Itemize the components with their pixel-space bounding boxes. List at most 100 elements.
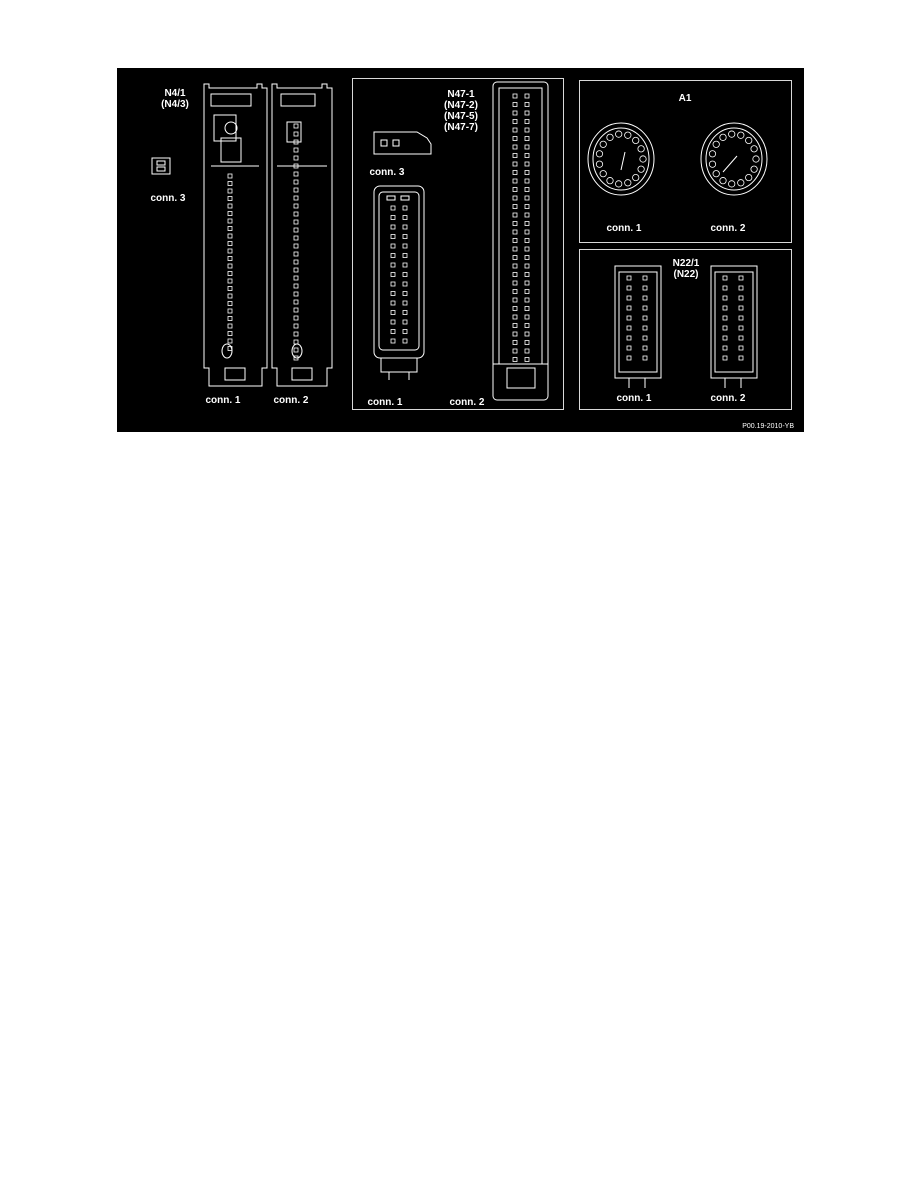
n47-conn2-pin — [512, 144, 518, 150]
n22-pin — [722, 335, 728, 341]
n47-conn2-pin — [524, 348, 530, 354]
n4-conn2-pin — [293, 179, 299, 185]
n4-conn1-pin — [227, 196, 233, 201]
n22-pin — [722, 355, 728, 361]
n4-conn1-pin — [227, 181, 233, 186]
n22-pin — [642, 325, 648, 331]
n47-conn2-pin — [524, 93, 530, 99]
n47-conn2-pin — [512, 110, 518, 116]
a1-pin — [728, 180, 736, 188]
n4-conn2-pin — [293, 219, 299, 225]
n4-conn1-pin — [227, 286, 233, 291]
n4-conn2-pin — [293, 235, 299, 241]
n22-pin — [626, 295, 632, 301]
n47-conn2-pin — [524, 357, 530, 362]
n4-conn2-pin — [293, 147, 299, 153]
n4-conn2-pin — [293, 227, 299, 233]
n4-conn2-pin — [293, 187, 299, 193]
n47-conn2-pin — [512, 280, 518, 286]
n22-pin — [642, 315, 648, 321]
n22-pin — [642, 275, 648, 281]
n47-conn1-pin — [402, 215, 408, 220]
n22-pin — [626, 345, 632, 351]
n4-conn2-pin — [293, 123, 299, 129]
n4-conn2-pin — [293, 339, 299, 345]
a1-pin — [615, 130, 623, 138]
n47-conn1-pin — [390, 224, 396, 230]
a1-pin — [639, 155, 647, 163]
a1-pin — [595, 150, 604, 158]
n4-conn1-pin — [227, 211, 233, 216]
n47-conn2-pin — [524, 221, 530, 226]
panel-n4-title-1: N4/1 — [164, 88, 186, 99]
panel-n22-conn2-label: conn. 2 — [710, 393, 746, 404]
n47-conn2-pin — [512, 331, 518, 337]
n47-conn2-pin — [524, 289, 530, 294]
n47-conn2-pin — [512, 340, 518, 345]
n47-conn1-pin — [402, 205, 408, 211]
n47-conn2-pin — [512, 204, 518, 209]
panel-n22-title-1: N22/1 — [672, 258, 700, 269]
n22-conn1-block — [614, 265, 662, 388]
n4-conn1-pin — [227, 241, 233, 246]
n22-pin — [738, 355, 744, 361]
n47-conn2-pin — [524, 127, 530, 133]
n47-conn2-pin — [512, 348, 518, 354]
n22-pin — [722, 315, 728, 321]
n4-conn1-pin — [227, 203, 233, 209]
n47-conn2-pin — [512, 246, 518, 252]
n22-pin — [722, 295, 728, 301]
n47-conn1-pin — [402, 243, 408, 249]
a1-pin — [750, 145, 758, 153]
n22-pin — [738, 315, 744, 321]
n47-conn2-pin — [524, 136, 530, 141]
n47-conn2-pin — [512, 297, 518, 303]
a1-pin — [632, 173, 640, 182]
a1-pin — [708, 150, 717, 158]
panel-a1-conn1-label: conn. 1 — [606, 223, 642, 234]
n47-conn2-pin — [524, 306, 530, 311]
n4-conn1-pin — [227, 278, 233, 284]
n47-conn1-pin — [390, 205, 396, 211]
n47-conn1-connector — [373, 185, 425, 380]
panel-n22-conn1-label: conn. 1 — [616, 393, 652, 404]
n4-conn2-pin — [293, 355, 299, 361]
n47-conn2-pin — [512, 93, 518, 99]
a1-pin — [728, 130, 736, 138]
panel-n47-title-3: (N47-5) — [444, 111, 478, 122]
n47-conn1-pin — [390, 243, 396, 249]
n4-conn1-pin — [227, 293, 233, 299]
a1-pin — [708, 160, 717, 168]
panel-n47-conn1-label: conn. 1 — [367, 397, 403, 408]
n22-pin — [738, 345, 744, 351]
n47-conn2-pin — [524, 297, 530, 303]
n4-conn2-pin — [293, 251, 299, 257]
n4-conn1-pin — [227, 301, 233, 306]
connector-drawings — [151, 81, 768, 401]
n22-pin — [626, 315, 632, 321]
n47-conn2-pin — [512, 170, 518, 175]
n47-conn2-pin — [512, 221, 518, 226]
n47-conn2-pin — [512, 306, 518, 311]
n47-conn2-pin — [524, 323, 530, 328]
n47-conn2-pin — [524, 153, 530, 158]
n47-conn2-pin — [524, 314, 530, 320]
n47-conn2-pin — [512, 238, 518, 243]
n47-conn1-pin — [390, 329, 396, 334]
n4-conn2-pin — [293, 275, 299, 281]
n47-conn2-pin — [524, 272, 530, 277]
a1-pin — [624, 131, 632, 139]
n4-conn1-connector — [203, 83, 268, 387]
figure-credit: P00.19-2010-YB — [742, 423, 794, 430]
n47-conn1-pin — [402, 338, 408, 344]
panel-n4-conn1-label: conn. 1 — [205, 395, 241, 406]
n22-conn2-block — [710, 265, 758, 388]
n47-conn1-pin — [402, 234, 408, 239]
n4-conn2-pin — [293, 171, 299, 177]
a1-pin — [637, 165, 645, 173]
panel-n47-title-2: (N47-2) — [444, 100, 478, 111]
n22-pin — [722, 305, 728, 311]
n22-pin — [626, 275, 632, 281]
panel-n22-title-2: (N22) — [673, 269, 699, 280]
n4-conn2-pin — [293, 163, 299, 169]
